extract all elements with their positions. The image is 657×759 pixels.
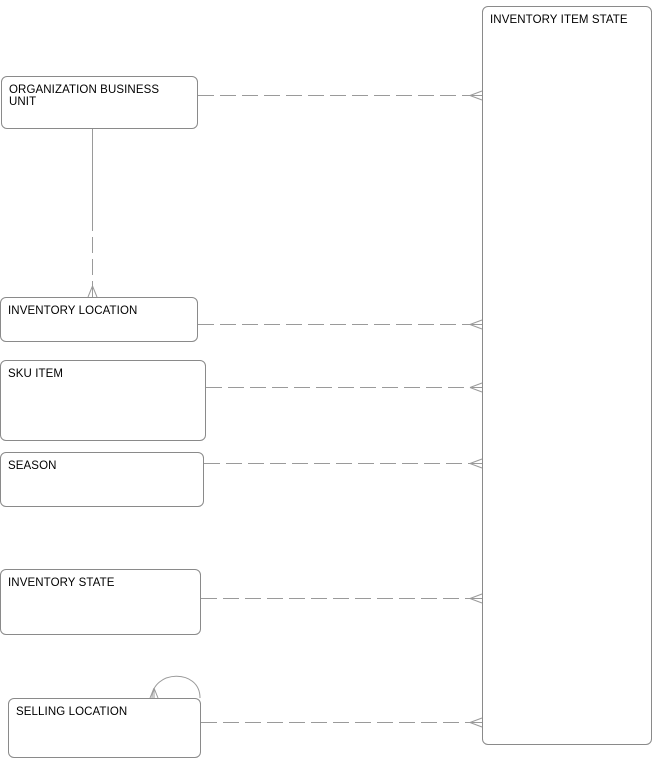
entity-inventory-location[interactable]: INVENTORY LOCATION <box>0 297 198 342</box>
crowfoot-org-bu <box>469 90 483 101</box>
crowfoot-inv-location <box>469 319 483 330</box>
entity-organization-business-unit[interactable]: ORGANIZATION BUSINESS UNIT <box>1 76 198 129</box>
crowfoot-selling-location-recursive <box>149 687 159 699</box>
entity-season[interactable]: SEASON <box>0 452 204 507</box>
crowfoot-season <box>469 458 483 469</box>
entity-sku-item[interactable]: SKU ITEM <box>0 360 206 441</box>
entity-title: INVENTORY LOCATION <box>8 305 138 317</box>
crowfoot-inv-location-top <box>87 285 98 298</box>
entity-title: SELLING LOCATION <box>16 706 128 718</box>
crowfoot-inv-state <box>469 593 483 604</box>
entity-title: INVENTORY ITEM STATE <box>490 14 628 26</box>
entity-title: INVENTORY STATE <box>8 577 115 589</box>
entity-title: SEASON <box>8 460 57 472</box>
crowfoot-selling-location <box>469 717 483 728</box>
entity-title: ORGANIZATION BUSINESS UNIT <box>9 84 160 108</box>
rel-selling-location-recursive <box>151 675 201 699</box>
entity-title: SKU ITEM <box>8 368 64 380</box>
entity-inventory-state[interactable]: INVENTORY STATE <box>0 569 201 635</box>
entity-inventory-item-state[interactable]: INVENTORY ITEM STATE <box>482 6 652 745</box>
crowfoot-sku-item <box>469 382 483 393</box>
entity-selling-location[interactable]: SELLING LOCATION <box>8 698 201 758</box>
